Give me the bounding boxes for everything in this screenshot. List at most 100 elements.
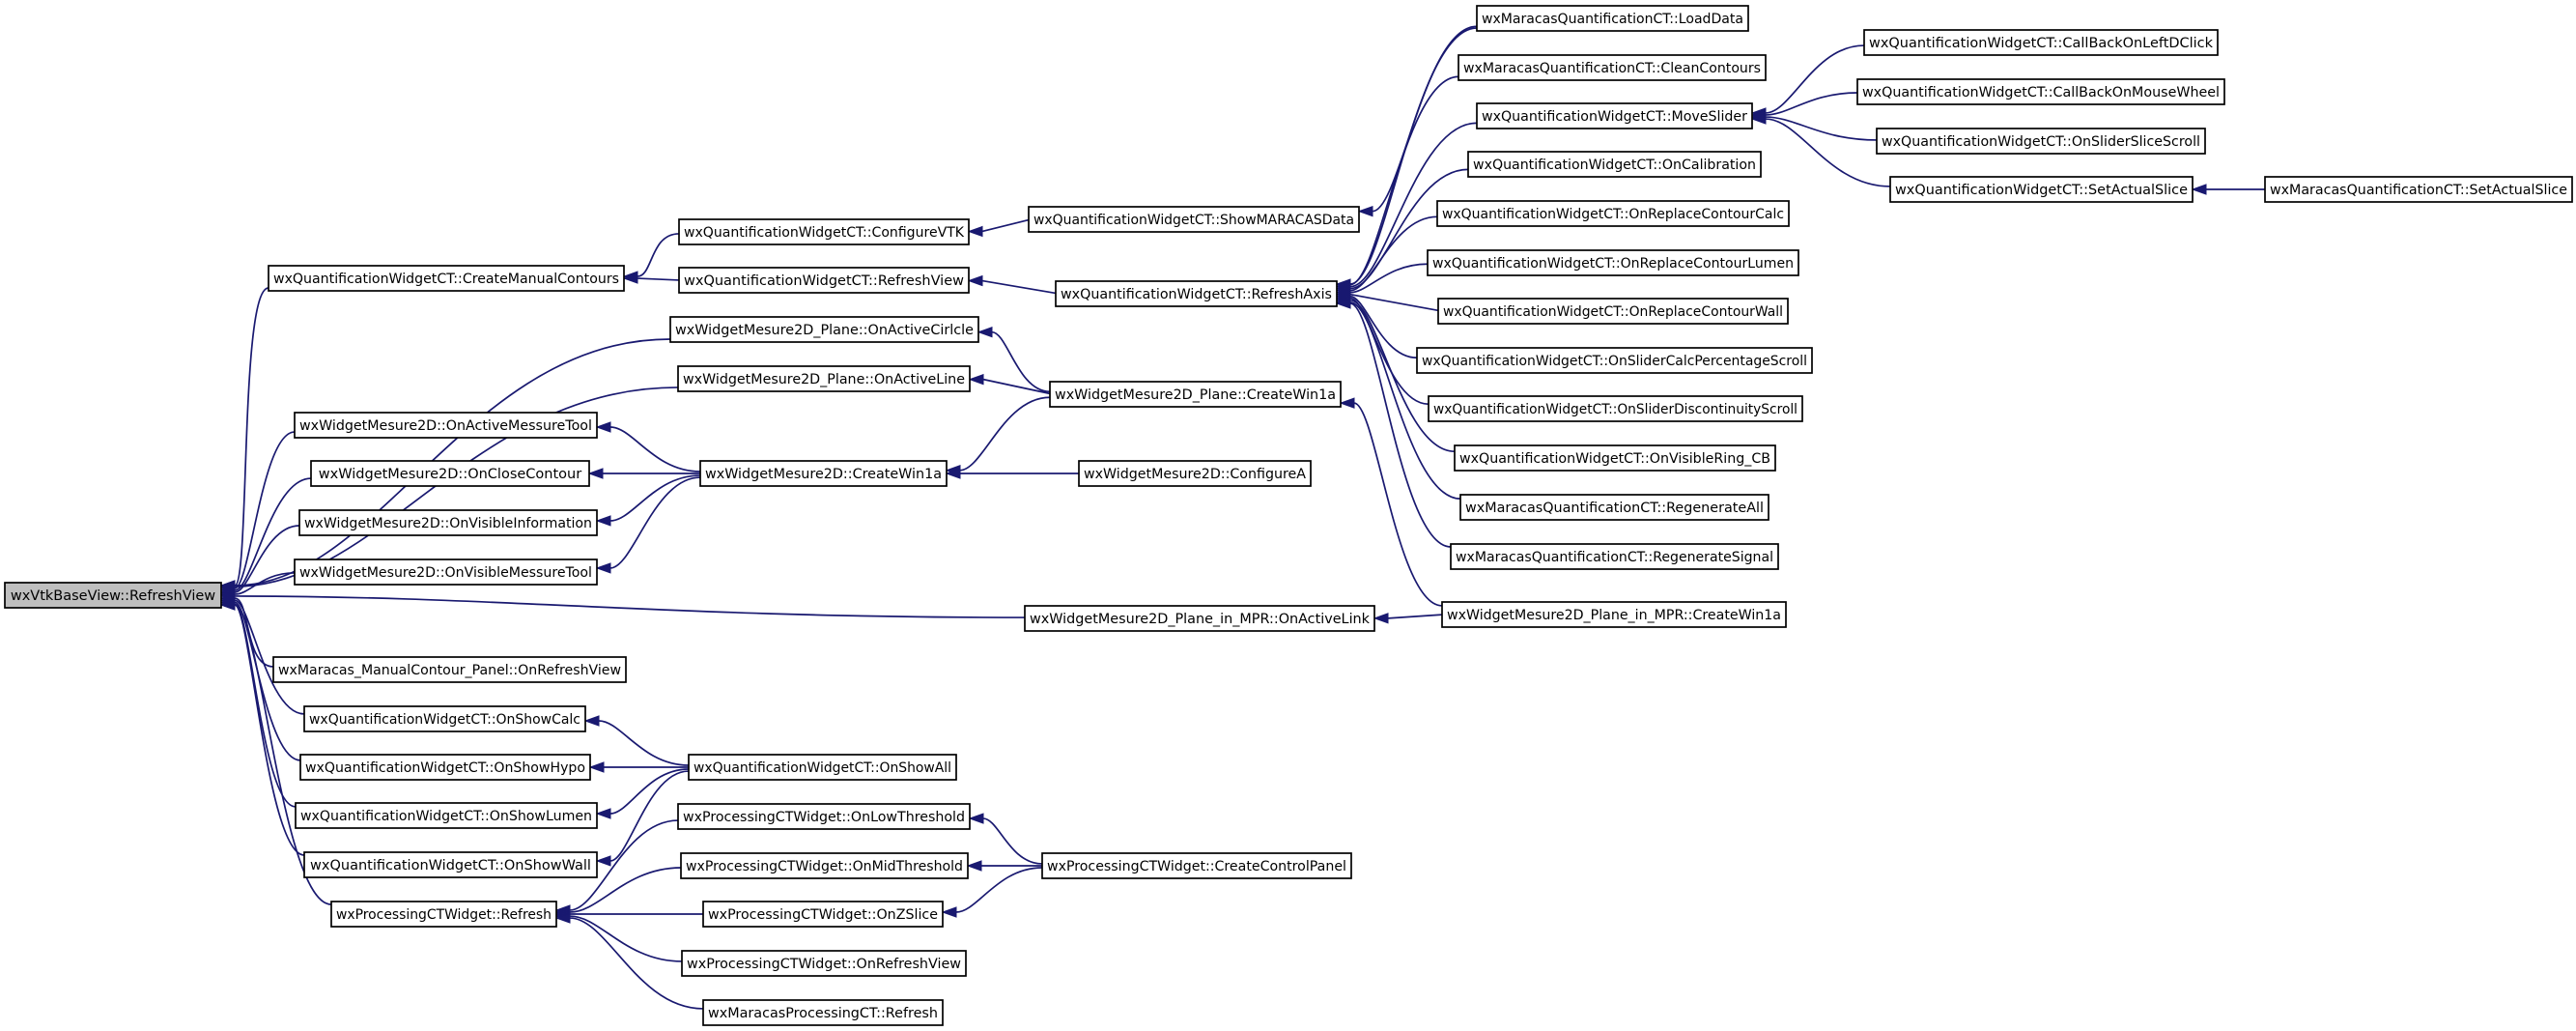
node-box	[678, 267, 970, 294]
edge	[1765, 116, 1878, 141]
node-box	[1863, 29, 2219, 56]
node-wxquantificationwidgetct-onshowall[interactable]: wxQuantificationWidgetCT::OnShowAll	[688, 754, 957, 781]
arrowhead	[219, 599, 236, 611]
node-wxquantificationwidgetct-onshowhypo[interactable]: wxQuantificationWidgetCT::OnShowHypo	[299, 754, 591, 781]
edge	[234, 604, 305, 856]
node-wxmaracasprocessingct-refresh[interactable]: wxMaracasProcessingCT::Refresh	[702, 999, 944, 1026]
node-wxprocessingctwidget-refresh[interactable]: wxProcessingCTWidget::Refresh	[330, 901, 557, 928]
edge	[1353, 402, 1443, 607]
node-wxmaracasquantificationct-regeneratesignal[interactable]: wxMaracasQuantificationCT::RegenerateSig…	[1450, 543, 1779, 570]
node-wxquantificationwidgetct-refreshaxis[interactable]: wxQuantificationWidgetCT::RefreshAxis	[1055, 280, 1338, 307]
node-wxquantificationwidgetct-onslidercalcpercentagescroll[interactable]: wxQuantificationWidgetCT::OnSliderCalcPe…	[1416, 347, 1813, 374]
node-wxmaracasquantificationct-loaddata[interactable]: wxMaracasQuantificationCT::LoadData	[1476, 5, 1749, 32]
node-wxquantificationwidgetct-onreplacecontourwall[interactable]: wxQuantificationWidgetCT::OnReplaceConto…	[1437, 298, 1789, 325]
node-wxquantificationwidgetct-oncalibration[interactable]: wxQuantificationWidgetCT::OnCalibration	[1467, 151, 1762, 178]
node-box	[1436, 200, 1790, 227]
edge	[1349, 293, 1439, 312]
node-box	[681, 950, 967, 977]
node-box	[1427, 249, 1799, 276]
edge	[1349, 299, 1456, 453]
node-wxwidgetmesure2d-onactivemessuretool[interactable]: wxWidgetMesure2D::OnActiveMessureTool	[294, 412, 598, 439]
edge	[569, 867, 682, 913]
arrowhead	[966, 860, 982, 872]
node-wxwidgetmesure2d-plane-createwin1a[interactable]: wxWidgetMesure2D_Plane::CreateWin1a	[1049, 381, 1342, 408]
arrowhead	[968, 373, 984, 386]
edge	[234, 595, 1026, 618]
edge	[1349, 263, 1429, 294]
node-wxwidgetmesure2d-plane-in-mpr-createwin1a[interactable]: wxWidgetMesure2D_Plane_in_MPR::CreateWin…	[1441, 601, 1787, 628]
node-wxquantificationwidgetct-onreplacecontourcalc[interactable]: wxQuantificationWidgetCT::OnReplaceConto…	[1436, 200, 1790, 227]
node-label: wxVtkBaseView::RefreshView	[11, 588, 215, 604]
node-wxquantificationwidgetct-moveslider[interactable]: wxQuantificationWidgetCT::MoveSlider	[1476, 102, 1753, 129]
node-label: wxWidgetMesure2D_Plane_in_MPR::OnActiveL…	[1030, 612, 1371, 627]
node-wxquantificationwidgetct-setactualslice[interactable]: wxQuantificationWidgetCT::SetActualSlice	[1889, 176, 2194, 203]
node-wxquantificationwidgetct-onvisiblering-cb[interactable]: wxQuantificationWidgetCT::OnVisibleRing_…	[1454, 444, 1776, 472]
node-wxquantificationwidgetct-callbackonleftdclick[interactable]: wxQuantificationWidgetCT::CallBackOnLeft…	[1863, 29, 2219, 56]
node-wxwidgetmesure2d-onclosecontour[interactable]: wxWidgetMesure2D::OnCloseContour	[310, 460, 590, 487]
node-wxquantificationwidgetct-configurevtk[interactable]: wxQuantificationWidgetCT::ConfigureVTK	[678, 218, 970, 245]
node-box	[1041, 852, 1352, 879]
node-wxquantificationwidgetct-callbackonmousewheel[interactable]: wxQuantificationWidgetCT::CallBackOnMous…	[1856, 78, 2225, 105]
node-label: wxQuantificationWidgetCT::RefreshView	[684, 273, 964, 289]
edge	[1387, 614, 1443, 619]
node-wxquantificationwidgetct-onsliderdiscontinuityscroll[interactable]: wxQuantificationWidgetCT::OnSliderDiscon…	[1428, 395, 1803, 422]
node-box	[1876, 128, 2206, 155]
edge	[991, 330, 1051, 393]
arrowhead	[1750, 113, 1767, 125]
node-wxwidgetmesure2d-onvisiblemessuretool[interactable]: wxWidgetMesure2D::OnVisibleMessureTool	[294, 558, 598, 586]
node-wxwidgetmesure2d-plane-onactivecirlcle[interactable]: wxWidgetMesure2D_Plane::OnActiveCirlcle	[669, 316, 979, 343]
arrowhead	[945, 468, 961, 479]
node-wxquantificationwidgetct-onsliderslicescroll[interactable]: wxQuantificationWidgetCT::OnSliderSliceS…	[1876, 128, 2206, 155]
edge	[1349, 295, 1418, 359]
edge	[955, 867, 1043, 913]
node-box	[1856, 78, 2225, 105]
node-box	[1454, 444, 1776, 472]
node-label: wxProcessingCTWidget::CreateControlPanel	[1047, 859, 1346, 874]
node-label: wxQuantificationWidgetCT::OnSliderDiscon…	[1433, 402, 1798, 417]
node-wxquantificationwidgetct-onshowwall[interactable]: wxQuantificationWidgetCT::OnShowWall	[303, 851, 598, 878]
edge	[637, 233, 680, 277]
node-wxvtkbaseview-refreshview[interactable]: wxVtkBaseView::RefreshView	[4, 582, 222, 609]
node-wxquantificationwidgetct-createmanualcontours[interactable]: wxQuantificationWidgetCT::CreateManualCo…	[268, 265, 625, 292]
node-wxquantificationwidgetct-refreshview[interactable]: wxQuantificationWidgetCT::RefreshView	[678, 267, 970, 294]
node-label: wxWidgetMesure2D::OnVisibleInformation	[304, 516, 592, 531]
node-wxmaracasquantificationct-setactualslice[interactable]: wxMaracasQuantificationCT::SetActualSlic…	[2264, 176, 2573, 203]
node-wxprocessingctwidget-onmidthreshold[interactable]: wxProcessingCTWidget::OnMidThreshold	[680, 852, 969, 879]
node-wxmaracas-manualcontour-panel-onrefreshview[interactable]: wxMaracas_ManualContour_Panel::OnRefresh…	[272, 656, 627, 683]
edge	[569, 917, 704, 1010]
node-box	[1476, 5, 1749, 32]
node-wxmaracasquantificationct-cleancontours[interactable]: wxMaracasQuantificationCT::CleanContours	[1458, 54, 1767, 81]
node-label: wxQuantificationWidgetCT::CreateManualCo…	[273, 272, 619, 287]
node-wxwidgetmesure2d-configurea[interactable]: wxWidgetMesure2D::ConfigureA	[1078, 460, 1312, 487]
arrowhead	[595, 562, 611, 574]
node-wxquantificationwidgetct-onreplacecontourlumen[interactable]: wxQuantificationWidgetCT::OnReplaceConto…	[1427, 249, 1799, 276]
node-wxprocessingctwidget-createcontrolpanel[interactable]: wxProcessingCTWidget::CreateControlPanel	[1041, 852, 1352, 879]
node-wxwidgetmesure2d-plane-in-mpr-onactivelink[interactable]: wxWidgetMesure2D_Plane_in_MPR::OnActiveL…	[1024, 605, 1375, 632]
node-wxprocessingctwidget-onlowthreshold[interactable]: wxProcessingCTWidget::OnLowThreshold	[677, 803, 971, 830]
node-wxwidgetmesure2d-plane-onactiveline[interactable]: wxWidgetMesure2D_Plane::OnActiveLine	[677, 365, 971, 392]
node-wxquantificationwidgetct-onshowlumen[interactable]: wxQuantificationWidgetCT::OnShowLumen	[295, 802, 598, 829]
arrowhead	[2191, 184, 2207, 195]
arrowhead	[1339, 397, 1355, 409]
arrowhead	[1335, 298, 1351, 309]
node-box	[4, 582, 222, 609]
node-box	[1458, 54, 1767, 81]
node-box	[669, 316, 979, 343]
node-wxmaracasquantificationct-regenerateall[interactable]: wxMaracasQuantificationCT::RegenerateAll	[1459, 494, 1769, 521]
arrowhead	[967, 274, 983, 287]
node-wxprocessingctwidget-onzslice[interactable]: wxProcessingCTWidget::OnZSlice	[702, 901, 944, 928]
node-label: wxQuantificationWidgetCT::OnShowCalc	[309, 712, 580, 728]
node-wxwidgetmesure2d-createwin1a[interactable]: wxWidgetMesure2D::CreateWin1a	[699, 460, 948, 487]
node-wxprocessingctwidget-onrefreshview[interactable]: wxProcessingCTWidget::OnRefreshView	[681, 950, 967, 977]
node-label: wxQuantificationWidgetCT::OnSliderSliceS…	[1882, 134, 2200, 150]
node-label: wxQuantificationWidgetCT::SetActualSlice	[1895, 183, 2188, 198]
node-box	[699, 460, 948, 487]
node-wxwidgetmesure2d-onvisibleinformation[interactable]: wxWidgetMesure2D::OnVisibleInformation	[298, 509, 598, 536]
node-wxquantificationwidgetct-onshowcalc[interactable]: wxQuantificationWidgetCT::OnShowCalc	[303, 705, 586, 732]
node-label: wxProcessingCTWidget::OnLowThreshold	[683, 810, 965, 825]
edge	[982, 378, 1051, 395]
node-label: wxQuantificationWidgetCT::OnReplaceConto…	[1432, 256, 1794, 272]
node-wxquantificationwidgetct-showmaracasdata[interactable]: wxQuantificationWidgetCT::ShowMARACASDat…	[1028, 206, 1360, 233]
node-box	[310, 460, 590, 487]
